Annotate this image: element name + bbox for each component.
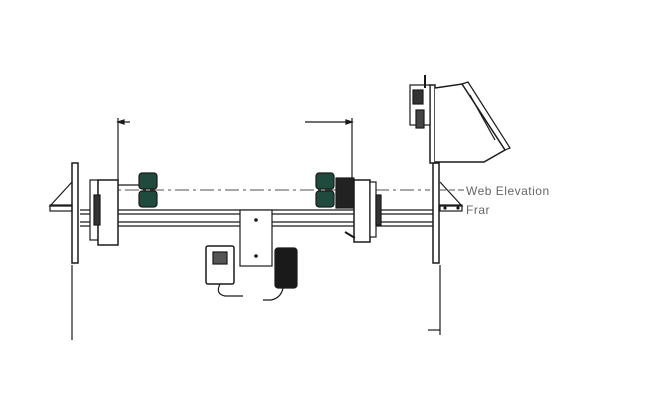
label-web-elevation: Web Elevation: [466, 184, 550, 198]
control-cabinet: [409, 75, 511, 164]
controller-left: [205, 245, 243, 297]
label-frame: Frar: [466, 203, 490, 217]
left-bracket: [48, 181, 73, 212]
left-post: [71, 162, 79, 264]
left-guide-assembly: [89, 179, 140, 246]
controller-right: [263, 247, 298, 301]
roller-left: [138, 172, 158, 208]
right-bracket: [439, 181, 464, 212]
right-post: [432, 162, 440, 264]
roller-right: [315, 172, 335, 208]
dimension-right: [305, 118, 354, 182]
dimension-left: [116, 118, 130, 182]
right-guide-assembly: [335, 177, 382, 243]
